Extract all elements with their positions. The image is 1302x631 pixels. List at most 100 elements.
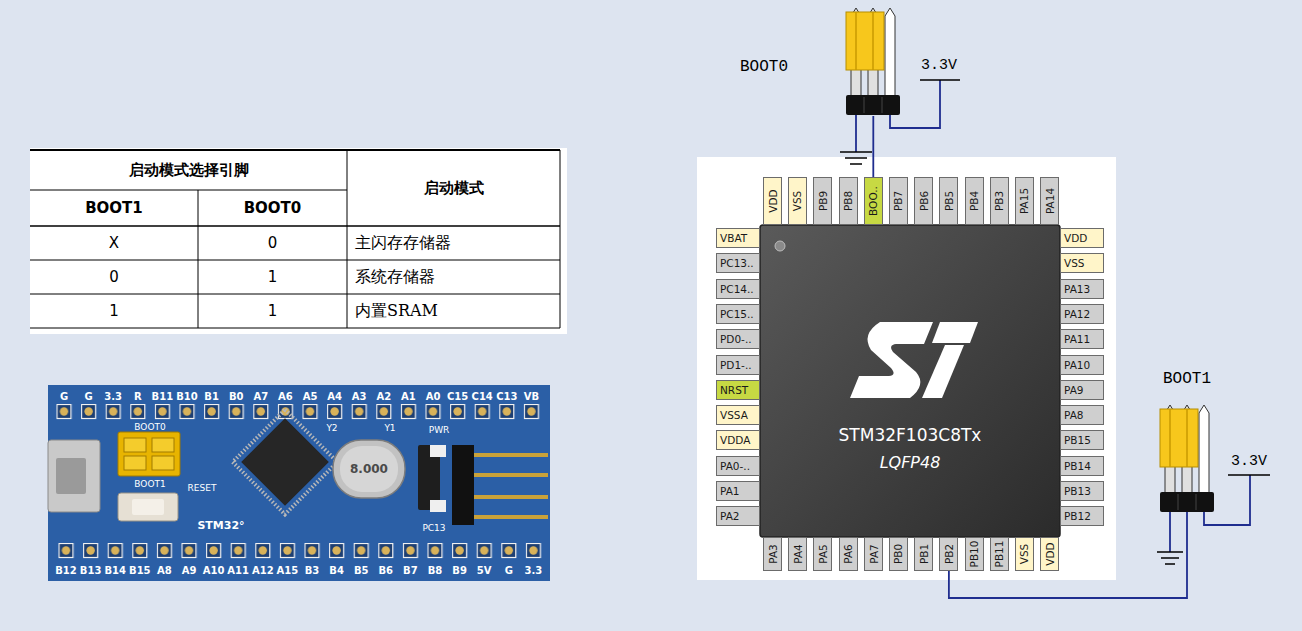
pin-header-label-box: A4 [322,389,348,403]
table-cell-box: X [30,226,198,260]
pin-header-label: B10 [176,391,198,402]
pin-box: PB12 [1060,506,1104,526]
pin-header-label: A1 [401,391,416,402]
silk-label-box: STM32° [194,518,248,533]
pin-name: NRST [720,384,748,396]
pin-box: VDD [763,177,782,225]
pin-box: PB4 [965,177,984,225]
pin-box: PB5 [939,177,958,225]
table-cell-box: BOOT0 [198,190,347,226]
pin-box: VSS [1060,253,1104,273]
pin-header-label-box: A3 [346,389,372,403]
pin-name: VSS [792,191,804,212]
pin-header-label-box: A2 [371,389,397,403]
pin-name: PA9 [1064,384,1084,396]
pin-header-label: R [134,391,142,402]
pin-header-label: A15 [277,565,299,576]
pin-header-label: B6 [379,565,394,576]
voltage-label: 3.3V [921,57,957,74]
silk-label-box: BOOT0 [122,421,178,432]
pin-box: PB8 [839,177,858,225]
chip-body: STM32F103C8TxLQFP48 [760,225,1060,537]
pin-name: PA10 [1064,359,1090,371]
pin-header-label: B12 [55,565,77,576]
pin-header-label-box: B6 [373,563,399,577]
silk-label: BOOT0 [134,422,165,432]
silk-label-box: BOOT1 [122,478,178,490]
table-cell: BOOT1 [85,199,143,217]
pin-name: PB7 [893,191,905,211]
pin-box: PA5 [813,537,832,571]
table-cell-box: 1 [30,294,198,328]
pin-header-label: G [505,565,513,576]
pin-box: VSSA [716,405,760,425]
table-cell-box: 主闪存存储器 [347,226,560,260]
pin-box: PB13 [1060,481,1104,501]
pin-box: PD1-.. [716,355,760,375]
pin-header-label: G [60,391,68,402]
pin-header-label-box: A1 [395,389,421,403]
silk-label: PC13 [422,523,445,533]
pin-header-label: A5 [303,391,318,402]
pin-header-label: B7 [403,565,418,576]
pin-header-label: A4 [327,391,342,402]
pin-name: PB4 [968,191,980,211]
pin-header-label-box: B9 [447,563,473,577]
pin-header-label: A7 [253,391,268,402]
pin-box: PB3 [990,177,1009,225]
pin-box: PA7 [864,537,883,571]
pin-box: PA4 [788,537,807,571]
pin-box: VSS [788,177,807,225]
pin-header-label-box: VB [518,389,544,403]
pin-header-label-box: G [76,389,102,403]
pin-name: PB8 [842,191,854,211]
pin-header-label-box: G [51,389,77,403]
pin-header-label: C14 [472,391,493,402]
pin-header-label-box: B4 [324,563,350,577]
table-cell: 内置SRAM [355,301,438,322]
pin-name: PB13 [1064,485,1091,497]
pin-box: VDDA [716,430,760,450]
pin-name: PC13.. [720,257,754,269]
pin-header-label-box: C14 [469,389,495,403]
table-cell: 主闪存存储器 [355,233,451,254]
pin-header-label: C13 [496,391,517,402]
pin-header-label-box: B8 [422,563,448,577]
pin-box: PB14 [1060,456,1104,476]
pin-box: PA1 [716,481,760,501]
pin-header-label: A11 [227,565,249,576]
pin-name: PA13 [1064,283,1090,295]
pin-header-label-box: B1 [199,389,225,403]
pin-name: PA3 [767,544,779,564]
pin-name: VDD [1064,232,1087,244]
crystal-marking-box: 8.000 [339,460,399,478]
pin-header-label: B1 [204,391,219,402]
pin-header-label-box: A11 [225,563,251,577]
pin-header-label: B9 [452,565,467,576]
jumper-label: BOOT0 [740,58,902,76]
pin-header-label-box: B12 [53,563,79,577]
silk-label-box: PWR [422,424,456,436]
pin-header-label-box: A7 [248,389,274,403]
pin-box: PA8 [1060,405,1104,425]
pin-header-label-box: A0 [420,389,446,403]
jumper-header: BOOT0 [738,8,902,116]
silk-label: Y1 [384,423,395,433]
pin-name: PB2 [943,544,955,564]
pin-header-label-box: A8 [151,563,177,577]
pin-header-label: C15 [447,391,468,402]
pin-box: PB2 [939,537,958,571]
pin-name: PB14 [1064,460,1091,472]
pin-header-label-box: A5 [297,389,323,403]
chip-label: STM32F103C8Tx [839,425,982,445]
table-cell: 0 [109,268,119,286]
pin-header-label-box: A6 [272,389,298,403]
pin-header-label: A3 [352,391,367,402]
pin-header-label-box: B0 [223,389,249,403]
pin-box: PB0 [889,537,908,571]
pin-name: PA14 [1044,188,1056,214]
pin-box: PA15 [1015,177,1034,225]
pin-box: PB6 [914,177,933,225]
table-cell: 启动模式 [424,179,484,198]
